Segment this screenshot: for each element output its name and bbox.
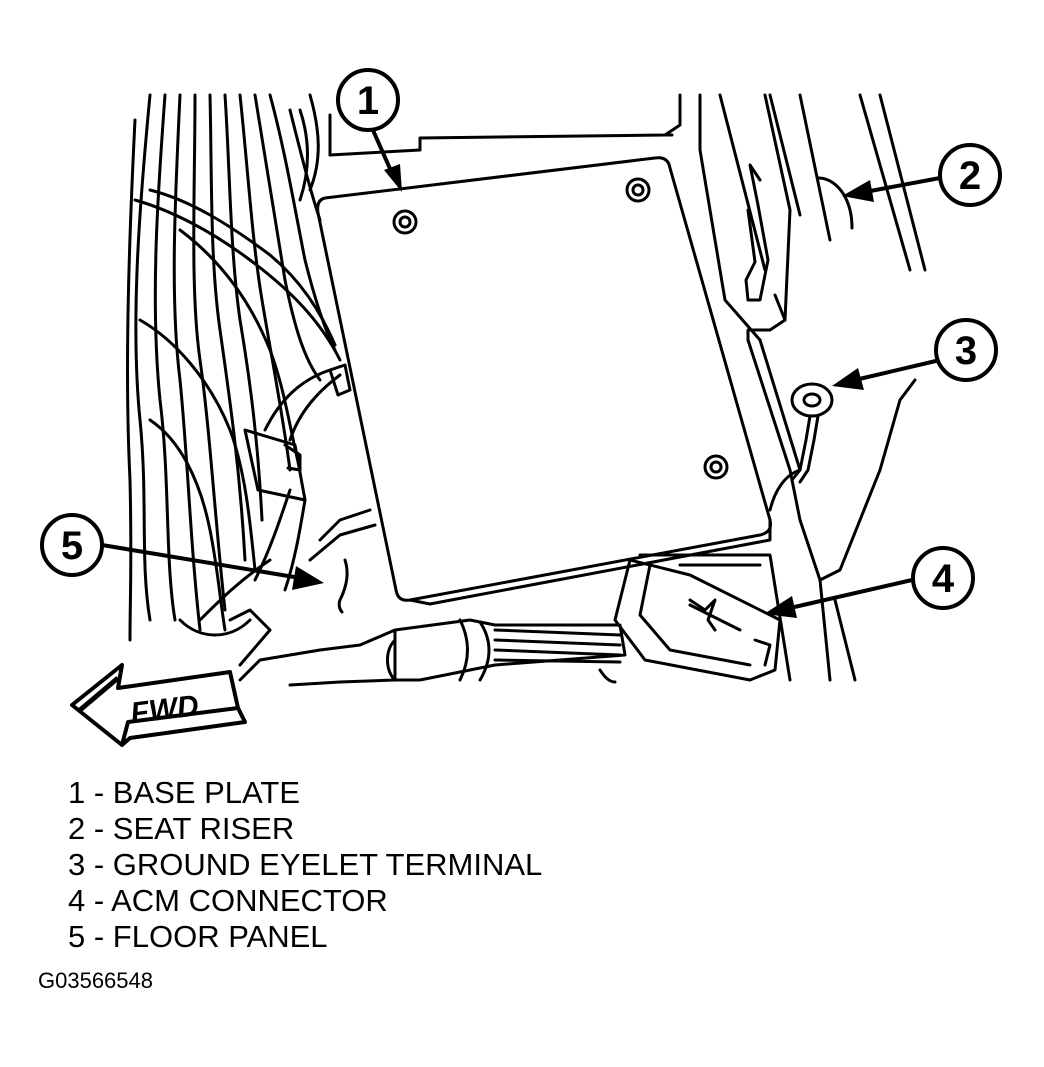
svg-text:5: 5 — [61, 524, 83, 568]
legend-item-seat-riser: 2 - SEAT RISER — [68, 811, 295, 846]
leader-arrows — [101, 127, 941, 618]
floor-panel — [228, 553, 792, 682]
svg-text:4: 4 — [932, 557, 955, 601]
callout-2-leader — [842, 176, 941, 202]
callout-5: 5 — [40, 513, 104, 577]
callout-4-leader — [764, 578, 913, 618]
legend-item-ground-eyelet-terminal: 3 - GROUND EYELET TERMINAL — [68, 847, 543, 882]
ground-eyelet-terminal — [768, 382, 834, 512]
svg-text:3: 3 — [955, 329, 977, 373]
forward-direction-arrow: FWD — [70, 663, 247, 747]
base-plate — [316, 156, 772, 606]
svg-text:1: 1 — [357, 79, 379, 123]
fwd-label: FWD — [129, 689, 201, 730]
callout-1: 1 — [336, 68, 400, 132]
figure-id: G03566548 — [38, 968, 153, 993]
callout-3: 3 — [934, 318, 998, 382]
callout-3-leader — [832, 358, 941, 390]
legend-item-acm-connector: 4 - ACM CONNECTOR — [68, 883, 388, 918]
acm-connector — [238, 558, 782, 687]
rear-bracket — [328, 93, 762, 342]
callout-1-leader — [370, 127, 402, 192]
callout-5-leader — [101, 543, 324, 590]
callout-4: 4 — [911, 546, 975, 610]
callout-markers: 1 2 3 4 5 — [40, 68, 1002, 610]
legend-item-base-plate: 1 - BASE PLATE — [68, 775, 301, 810]
svg-text:2: 2 — [959, 154, 981, 198]
legend-item-floor-panel: 5 - FLOOR PANEL — [68, 919, 328, 954]
seat-riser — [718, 93, 927, 682]
callout-2: 2 — [938, 143, 1002, 207]
wiring-harness — [126, 93, 377, 642]
parts-legend: 1 - BASE PLATE 2 - SEAT RISER 3 - GROUND… — [68, 775, 542, 955]
